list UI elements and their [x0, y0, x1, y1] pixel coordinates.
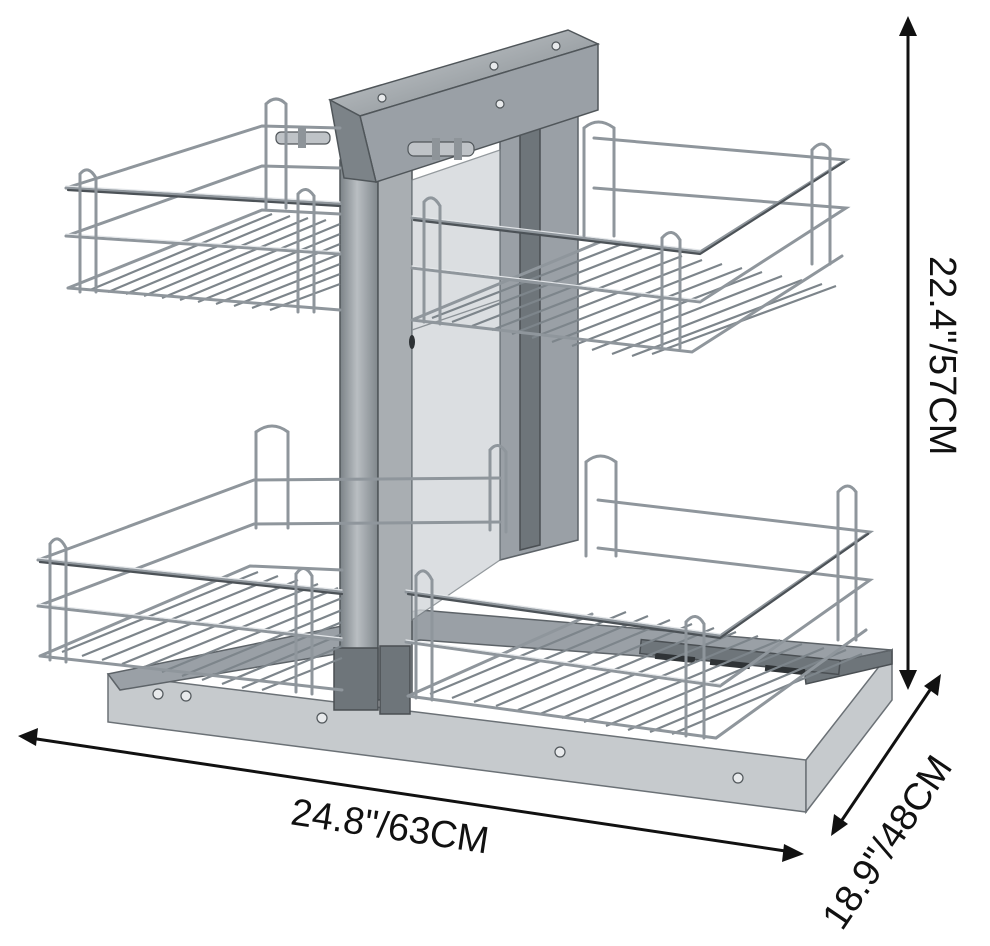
width-dimension-arrow: [18, 728, 804, 862]
right-peg: [407, 138, 475, 160]
height-label: 22.4"/57CM: [921, 256, 963, 455]
base-frame: [106, 609, 893, 815]
depth-label: 18.9"/48CM: [815, 748, 961, 937]
top-cap: [275, 29, 601, 183]
left-peg: [275, 128, 331, 148]
central-post: [333, 109, 579, 715]
basket-lower-left: [36, 424, 508, 696]
depth-dimension-arrow: [831, 674, 941, 836]
basket-lower-right: [404, 454, 875, 740]
basket-upper-left: [64, 97, 342, 314]
height-dimension-arrow: [899, 16, 917, 690]
basket-upper-right: [410, 120, 851, 358]
